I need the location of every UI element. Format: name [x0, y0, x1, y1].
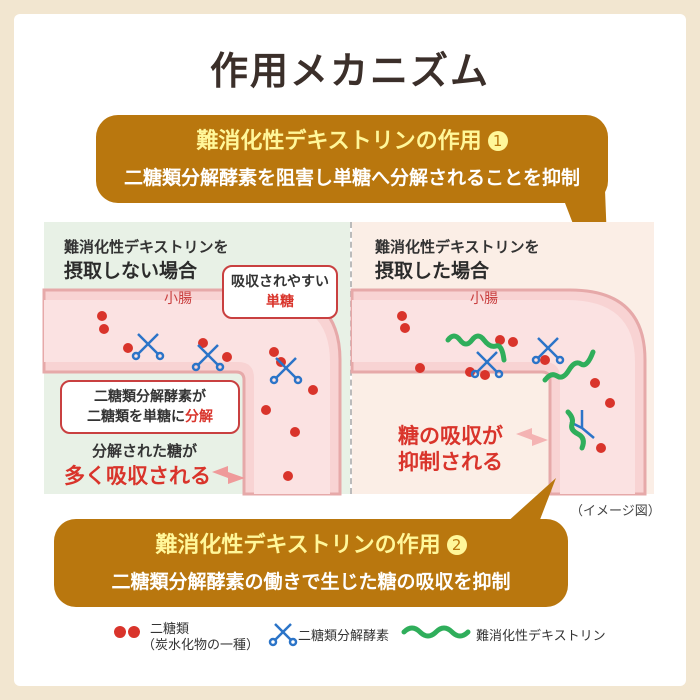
- absorbed-big-text: 多く吸収される: [64, 464, 211, 488]
- legend-enzyme: 二糖類分解酵素: [298, 629, 390, 644]
- easily-absorbed-callout: 吸収されやすい 単糖: [222, 265, 338, 319]
- effect-2-pointer: [506, 478, 556, 530]
- effect-1-text: 二糖類分解酵素を阻害し単糖へ分解されることを抑制: [123, 167, 580, 189]
- legend-dot-1: [114, 626, 126, 638]
- suppressed-line2: 抑制される: [398, 450, 503, 474]
- left-intestine-label: 小腸: [164, 291, 192, 307]
- right-intestine-label: 小腸: [470, 291, 498, 307]
- enzyme-callout: 二糖類分解酵素が 二糖類を単糖に分解: [60, 380, 240, 434]
- left-panel-caption: 難消化性デキストリンを: [64, 238, 229, 256]
- absorbed-small-text: 分解された糖が: [92, 442, 198, 460]
- callout-top-line2: 単糖: [266, 294, 294, 310]
- right-panel-caption: 難消化性デキストリンを: [375, 238, 540, 256]
- enzyme-icons-right: [470, 337, 595, 439]
- legend-scissors: [268, 623, 298, 647]
- effect-2-heading: 難消化性デキストリンの作用: [155, 533, 441, 558]
- callout-mid-line2a: 二糖類を単糖に: [87, 409, 185, 425]
- disaccharide-dots-left: [97, 311, 318, 481]
- absorb-arrow-right: [516, 428, 548, 446]
- effect-1-number: 1: [487, 131, 508, 151]
- right-panel-heading: 摂取した場合: [375, 260, 490, 282]
- callout-mid-line2b: 分解: [185, 409, 213, 425]
- enzyme-icons-left: [131, 333, 303, 385]
- legend-disaccharide-1: 二糖類: [150, 622, 190, 637]
- legend-dextrin: 難消化性デキストリン: [476, 629, 606, 644]
- suppressed-line1: 糖の吸収が: [398, 424, 503, 448]
- legend-dot-2: [128, 626, 140, 638]
- image-caption: （イメージ図）: [570, 504, 661, 519]
- page-title: 作用メカニズム: [209, 49, 490, 93]
- legend-disaccharide-2: （炭水化物の一種）: [142, 638, 260, 653]
- left-panel-heading: 摂取しない場合: [64, 260, 198, 282]
- effect-2-text: 二糖類分解酵素の働きで生じた糖の吸収を抑制: [111, 571, 511, 593]
- absorb-arrow-left: [212, 466, 245, 484]
- effect-1-heading: 難消化性デキストリンの作用: [196, 129, 482, 154]
- callout-mid-line1: 二糖類分解酵素が: [94, 389, 206, 405]
- effect-2-number: 2: [446, 535, 467, 555]
- legend-strand: [401, 625, 471, 639]
- dextrin-strands: [445, 333, 596, 451]
- callout-top-line1: 吸収されやすい: [231, 274, 329, 290]
